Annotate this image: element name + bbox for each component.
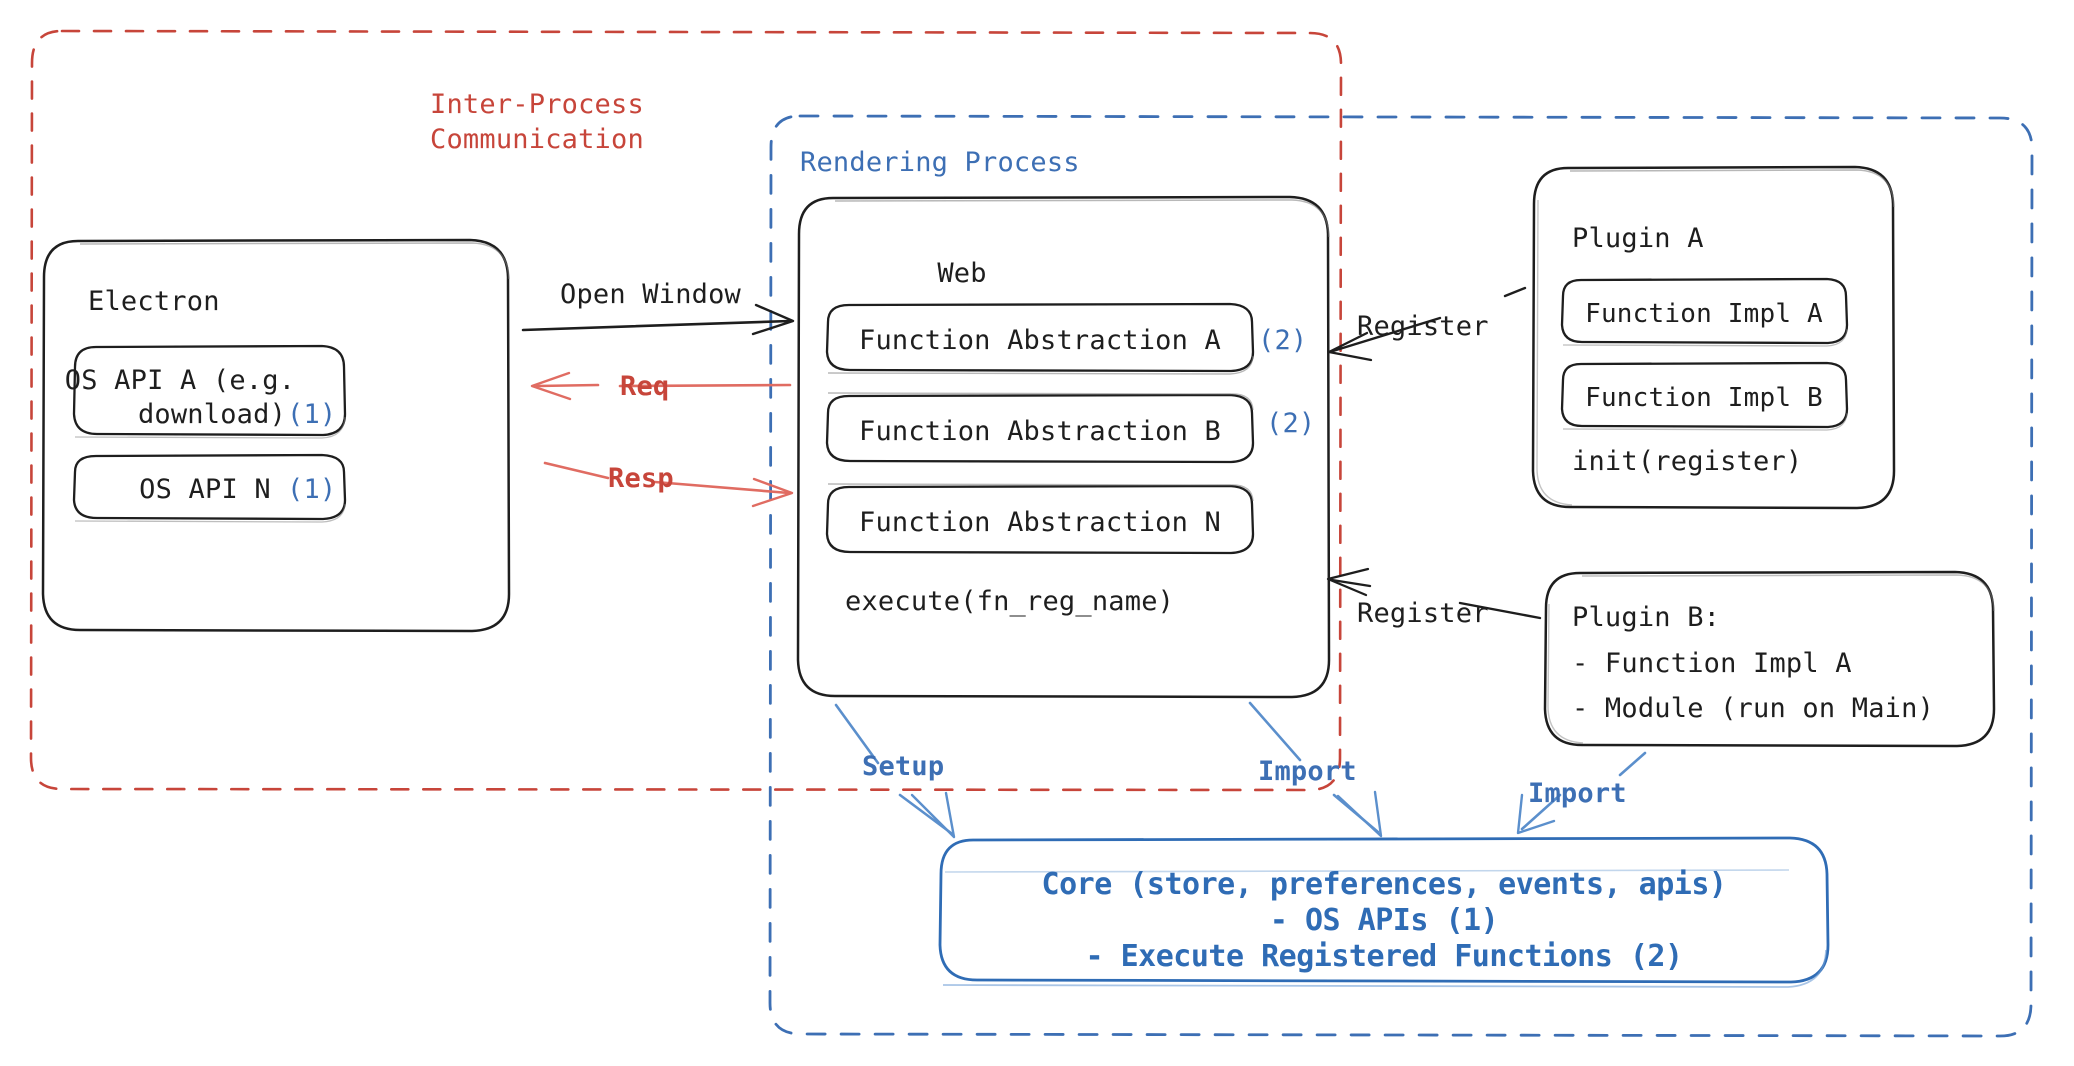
register-plugin-a-arrow <box>1327 286 1527 362</box>
register-plugin-b-arrow <box>1326 567 1542 620</box>
resp-edge-label: Resp <box>608 463 674 494</box>
plugin-b-box <box>1543 570 1996 748</box>
import-web-edge-label: Import <box>1258 756 1357 787</box>
web-title: Web <box>937 258 987 289</box>
core-box <box>938 836 1830 988</box>
req-edge-label: Req <box>620 371 670 402</box>
core-line-2: - OS APIs (1) <box>1269 903 1499 938</box>
register-plugin-a-edge-label: Register <box>1357 311 1489 342</box>
import-plugin-b-edge-label: Import <box>1528 778 1627 809</box>
plugin-b-title: Plugin B: <box>1572 602 1721 633</box>
function-impl-a-label: Function Impl A <box>1585 299 1823 329</box>
resp-arrow <box>543 461 794 508</box>
plugin-b-line-2: - Module (run on Main) <box>1572 693 1935 724</box>
electron-title: Electron <box>88 286 220 317</box>
function-abstraction-b-marker: (2) <box>1266 408 1316 439</box>
web-execute-label: execute(fn_reg_name) <box>845 586 1175 617</box>
function-abstraction-a-label: Function Abstraction A <box>858 325 1222 356</box>
setup-edge-label: Setup <box>862 751 945 782</box>
setup-arrow <box>834 703 956 839</box>
core-line-1: Core (store, preferences, events, apis) <box>1041 867 1727 902</box>
req-arrow <box>530 371 792 401</box>
plugin-a-title: Plugin A <box>1572 223 1704 254</box>
os-api-n-label: OS API N <box>139 474 271 505</box>
os-api-n-box <box>72 453 347 523</box>
ipc-container-label: Inter-Process <box>430 89 644 120</box>
import-web-arrow <box>1248 701 1383 838</box>
open-window-arrow <box>521 303 795 336</box>
function-abstraction-n-box <box>825 483 1255 555</box>
os-api-a-marker: (1) <box>287 399 337 430</box>
os-api-a-label: OS API A (e.g. <box>64 365 296 396</box>
open-window-edge-label: Open Window <box>560 279 742 310</box>
os-api-n-marker: (1) <box>287 474 337 505</box>
function-impl-b-box <box>1560 361 1849 431</box>
rendering-container-outline <box>768 114 2034 1038</box>
register-plugin-b-edge-label: Register <box>1357 598 1489 629</box>
core-line-3: - Execute Registered Functions (2) <box>1085 939 1683 974</box>
plugin-a-init-label: init(register) <box>1572 446 1803 477</box>
function-impl-a-box <box>1560 277 1849 347</box>
function-abstraction-b-box <box>825 392 1255 464</box>
plugin-b-line-1: - Function Impl A <box>1572 648 1852 679</box>
os-api-a-label-line2: download) <box>137 399 287 430</box>
ipc-container-outline <box>29 29 1343 792</box>
function-impl-b-label: Function Impl B <box>1585 383 1823 413</box>
function-abstraction-n-label: Function Abstraction N <box>858 507 1222 538</box>
function-abstraction-b-label: Function Abstraction B <box>858 416 1222 447</box>
ipc-container-label-line2: Communication <box>430 124 644 155</box>
os-api-a-box <box>72 344 347 439</box>
import-plugin-b-arrow <box>1516 751 1647 835</box>
function-abstraction-a-marker: (2) <box>1258 325 1308 356</box>
rendering-process-label: Rendering Process <box>800 147 1080 178</box>
function-abstraction-a-box <box>825 302 1255 375</box>
